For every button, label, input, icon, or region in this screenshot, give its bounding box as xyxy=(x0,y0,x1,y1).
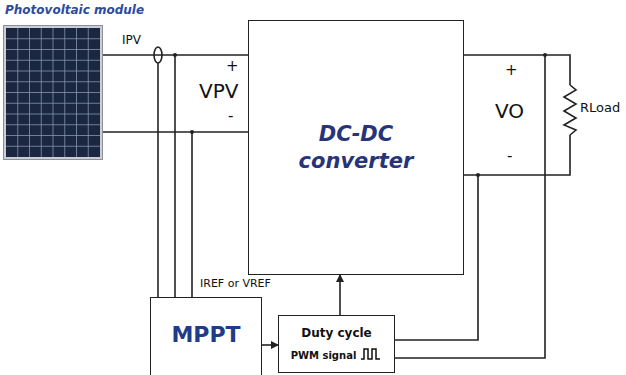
polarity-sign: - xyxy=(228,108,233,125)
cell-line xyxy=(6,49,100,50)
output-wire xyxy=(464,135,570,175)
load-label: RLoad xyxy=(580,101,620,115)
pv-module: Photovoltaic module xyxy=(3,25,103,160)
cell-line xyxy=(6,103,100,104)
pwm-wave-icon xyxy=(360,348,382,360)
cell-line xyxy=(6,92,100,93)
sense-wire xyxy=(191,132,193,297)
connector xyxy=(339,275,341,315)
converter-label: DC-DC converter xyxy=(291,121,421,174)
junction-dot xyxy=(543,53,547,57)
reference-label: IREF or VREF xyxy=(200,278,271,290)
cell-line xyxy=(6,146,100,147)
sense-wire xyxy=(174,55,176,297)
cell-line xyxy=(6,81,100,82)
connector xyxy=(103,131,248,133)
signal-label: VPV xyxy=(199,80,238,102)
cell-line xyxy=(6,71,100,72)
panel-cells xyxy=(6,28,100,157)
sense-wire xyxy=(157,63,159,297)
cell-line xyxy=(6,60,100,61)
output-wire xyxy=(464,55,570,85)
connector xyxy=(262,344,278,346)
converter-box: DC-DC converter xyxy=(248,20,464,275)
cell-line xyxy=(6,135,100,136)
mppt-box: MPPT xyxy=(150,297,262,375)
mppt-label: MPPT xyxy=(171,322,240,347)
cell-line xyxy=(6,114,100,115)
panel-frame xyxy=(4,26,103,160)
signal-label: VO xyxy=(495,100,524,122)
signal-label: IPV xyxy=(122,34,141,47)
pv-panel-illustration xyxy=(3,25,103,160)
pwm-box: Duty cyclePWM signal xyxy=(278,315,395,373)
cell-line xyxy=(6,38,100,39)
pwm-signal-label: PWM signal xyxy=(291,350,357,361)
pwm-wave xyxy=(361,349,380,359)
resistor-symbol xyxy=(564,85,576,135)
module-title: Photovoltaic module xyxy=(5,3,144,17)
connector xyxy=(103,54,248,56)
junction-dot xyxy=(476,173,480,177)
pwm-row: PWM signal xyxy=(291,344,383,363)
cell-line xyxy=(6,124,100,125)
duty-cycle-label: Duty cycle xyxy=(301,326,372,340)
polarity-sign: + xyxy=(505,62,518,79)
polarity-sign: + xyxy=(226,58,239,75)
polarity-sign: - xyxy=(507,148,512,165)
